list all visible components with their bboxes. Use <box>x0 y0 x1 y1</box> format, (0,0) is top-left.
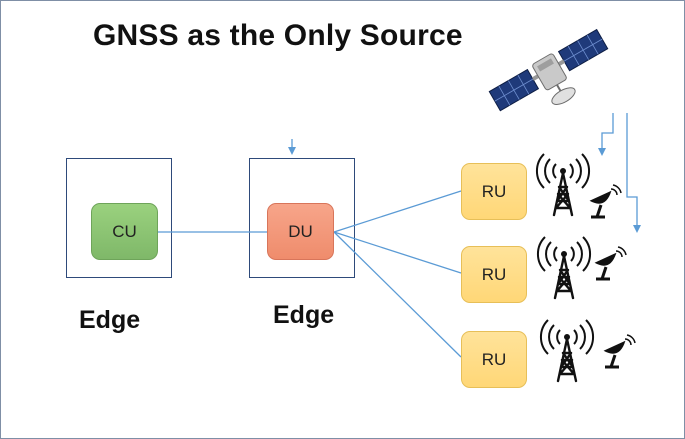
ru-node-2: RU <box>461 246 527 303</box>
ru-label-2: RU <box>481 264 507 284</box>
cu-node: CU <box>91 203 158 260</box>
ru-node-3: RU <box>461 331 527 388</box>
ru-label-1: RU <box>481 181 507 201</box>
ru-node-1: RU <box>461 163 527 220</box>
du-site-box <box>249 158 355 278</box>
ru-label-3: RU <box>481 349 507 369</box>
gnss-signal-arrow-2 <box>626 113 641 233</box>
cu-label: CU <box>112 221 137 241</box>
du-node: DU <box>267 203 334 260</box>
cu-site-box <box>66 158 172 278</box>
du-ru3-link <box>333 231 462 358</box>
gnss-signal-arrow-1 <box>598 113 614 156</box>
diagram-title: GNSS as the Only Source <box>93 19 463 52</box>
du-label: DU <box>288 221 313 241</box>
cu-site-label: Edge <box>79 306 141 334</box>
du-site-label: Edge <box>273 301 335 329</box>
du-ru1-link <box>333 190 462 233</box>
du-ru2-link <box>333 231 462 274</box>
